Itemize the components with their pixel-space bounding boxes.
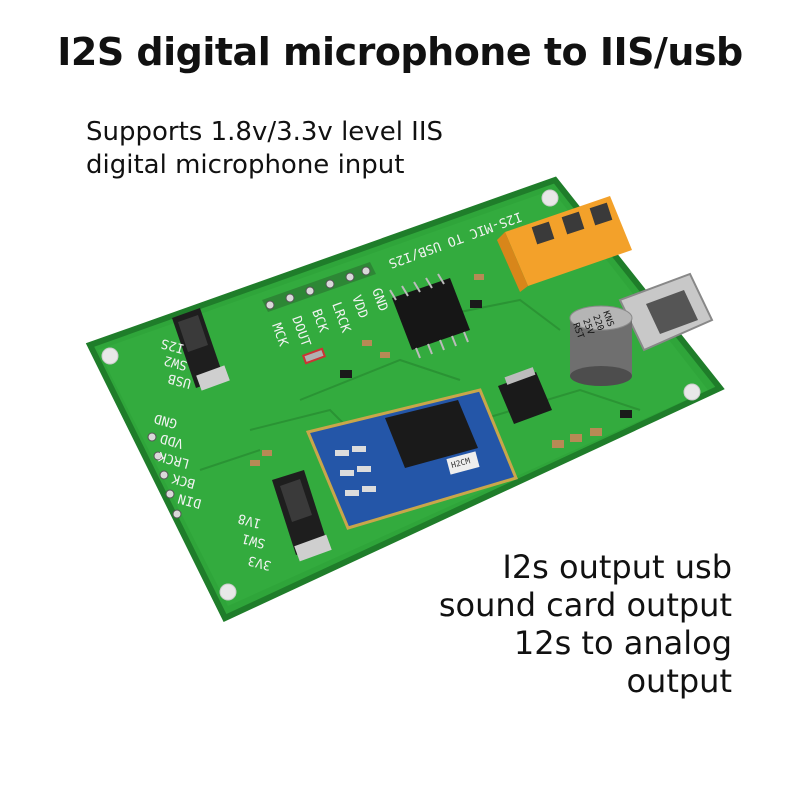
switch-sw1-label-1: SW1 — [240, 530, 267, 551]
header-left-label-4: DIN — [176, 490, 203, 511]
switch-sw1-label-2: 3V3 — [246, 552, 273, 573]
usb-c-connector — [618, 272, 714, 352]
audio-jack — [497, 196, 632, 292]
subtitle-line-1: Supports 1.8v/3.3v level IIS — [86, 117, 444, 147]
switch-sw1-label-0: 1V8 — [236, 510, 263, 531]
switch-sw1 — [272, 470, 332, 562]
header-left-label-1: VDD — [158, 430, 185, 451]
header-left — [147, 432, 182, 519]
feature-line-3: 12s to analog — [513, 624, 732, 662]
feature-line-4: output — [626, 662, 732, 700]
header-left-label-0: GND — [152, 410, 179, 431]
header-left-label-3: BCK — [170, 470, 197, 491]
bluetooth-module — [305, 388, 519, 530]
mounting-hole — [683, 383, 701, 401]
feature-line-2: sound card output — [438, 586, 732, 624]
mounting-hole — [219, 583, 237, 601]
switch-sw2-label-2: USB — [166, 370, 193, 391]
mounting-hole — [541, 189, 559, 207]
voltage-regulator — [498, 367, 552, 424]
switch-sw2 — [172, 308, 230, 391]
feature-line-1: I2s output usb — [502, 548, 732, 586]
subtitle: Supports 1.8v/3.3v level IIS digital mic… — [86, 116, 443, 182]
ic-chip — [389, 273, 470, 359]
header-top — [262, 262, 376, 312]
switch-sw2-label-0: I2S — [159, 335, 186, 356]
mounting-hole — [101, 347, 119, 365]
page-title: I2S digital microphone to IIS/usb — [57, 30, 743, 74]
smd-components — [250, 274, 602, 466]
capacitor — [569, 305, 633, 386]
feature-list: I2s output usb sound card output 12s to … — [439, 548, 732, 700]
switch-sw2-label-1: SW2 — [162, 352, 189, 373]
subtitle-line-2: digital microphone input — [86, 150, 405, 180]
